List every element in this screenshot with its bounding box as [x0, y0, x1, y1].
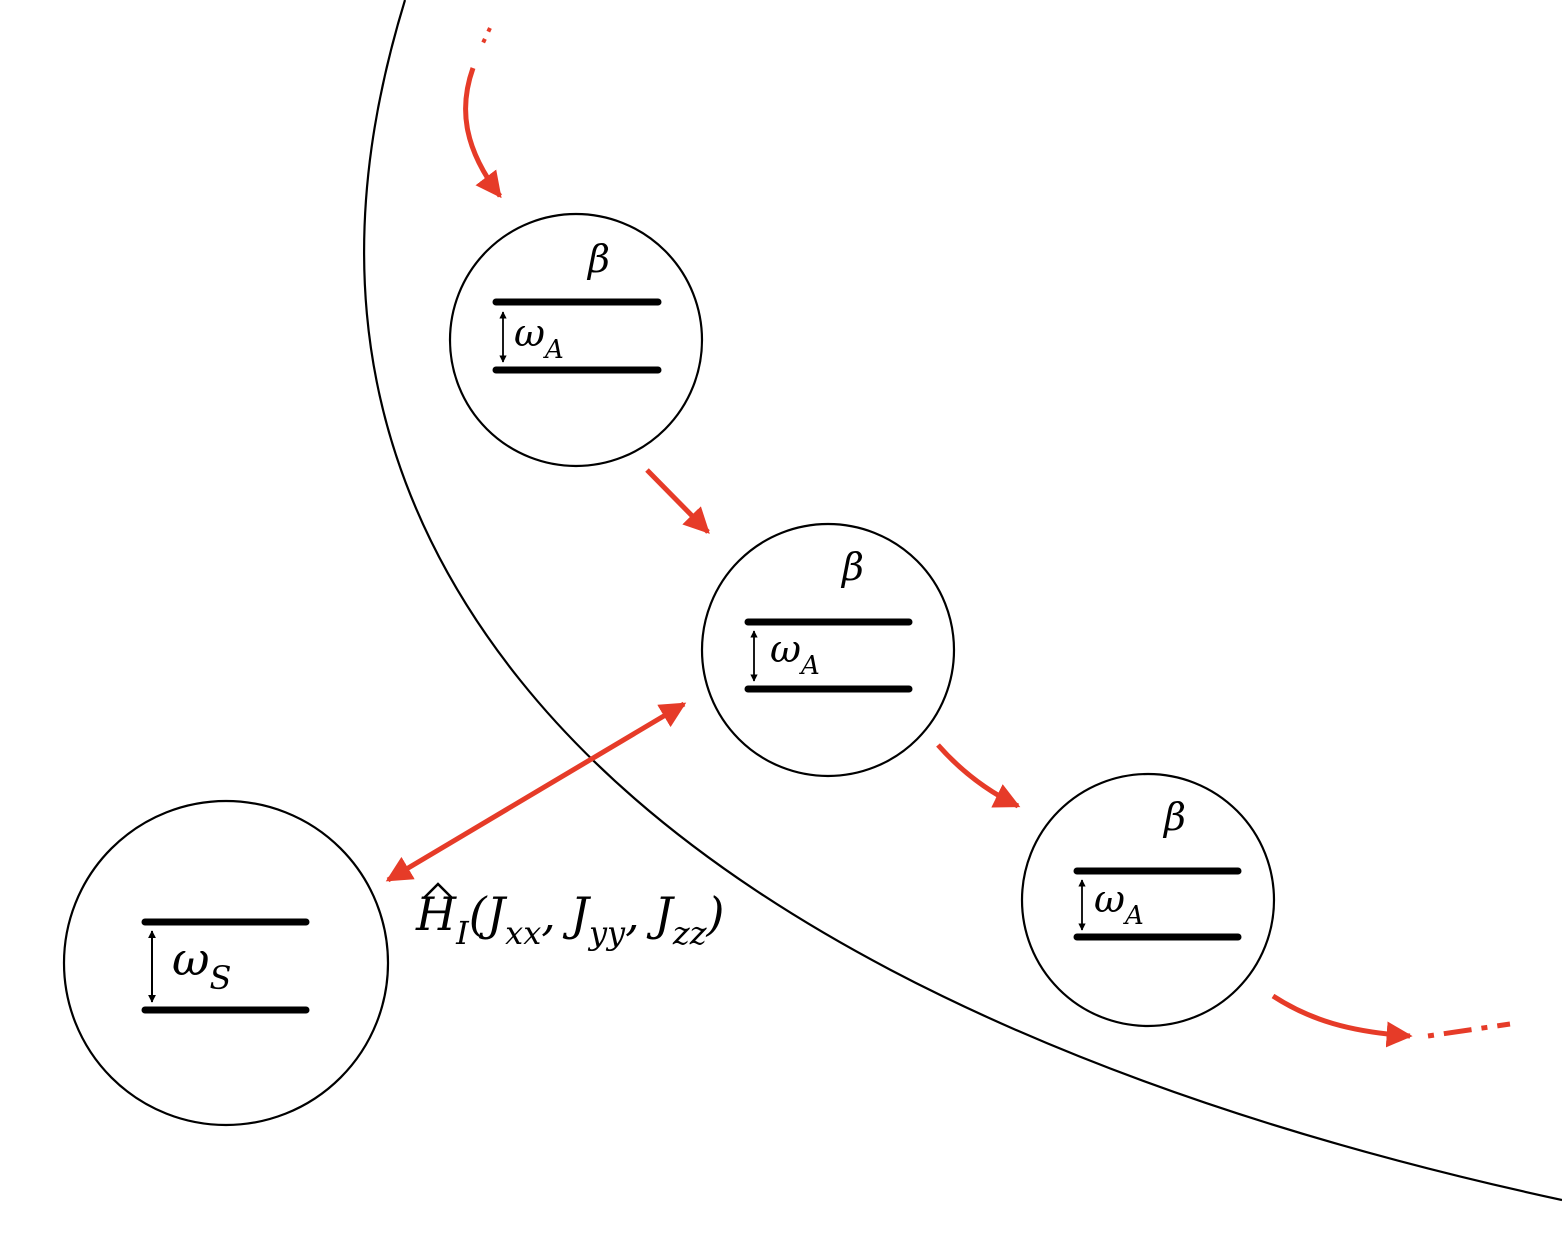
beta-label: β — [586, 237, 610, 281]
ancilla-qubit-2: β ωA — [700, 522, 956, 778]
transfer-arrow-2 — [936, 743, 1021, 809]
frequency-label: ωA — [514, 311, 564, 365]
hat-accent — [423, 882, 453, 899]
svg-text:HI(Jxx, Jyy, Jzz): HI(Jxx, Jyy, Jzz) — [415, 887, 725, 952]
ancilla-qubit-3: β ωA — [1020, 772, 1276, 1028]
frequency-label: ωA — [1094, 877, 1144, 931]
interaction-hamiltonian-label: HI(Jxx, Jyy, Jzz) — [415, 882, 725, 952]
ancilla-qubit-1: β ωA — [448, 212, 704, 468]
outgoing-ancilla-arrow — [1271, 993, 1511, 1048]
bath-boundary-curve — [363, 0, 1562, 1202]
transfer-arrow-1 — [645, 468, 710, 534]
frequency-label: ωA — [770, 627, 820, 681]
system-qubit: ωS — [62, 799, 390, 1127]
beta-label: β — [840, 545, 864, 589]
frequency-label: ωS — [172, 932, 231, 997]
beta-label: β — [1162, 795, 1186, 839]
incoming-ancilla-arrow — [463, 27, 502, 199]
interaction-arrow — [385, 701, 687, 883]
